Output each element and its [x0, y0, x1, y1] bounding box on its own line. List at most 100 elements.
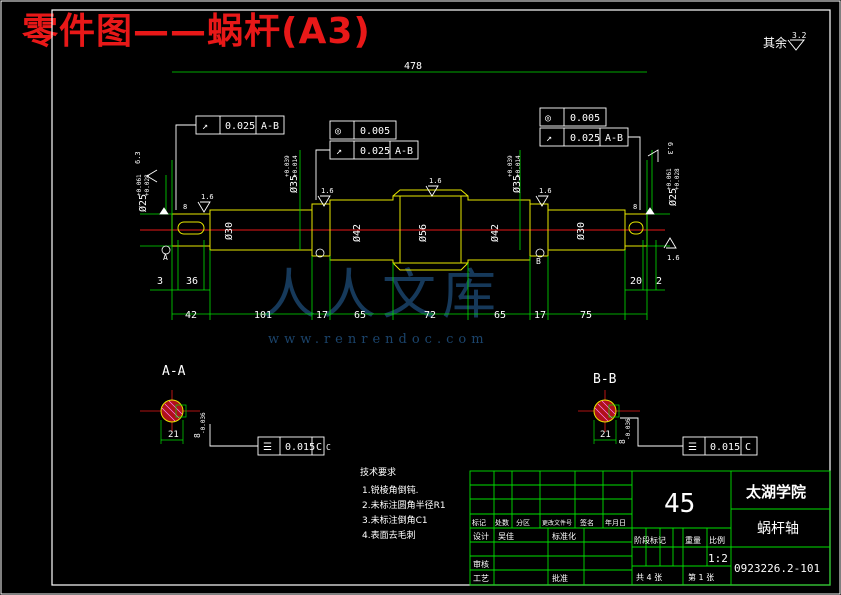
tech-item: 1.锐棱角倒钝.: [362, 484, 418, 496]
watermark-text: 人人文库: [262, 263, 502, 326]
svg-text:A-B: A-B: [395, 146, 413, 157]
svg-text:Ø35: Ø35: [511, 175, 523, 193]
tech-item: 2.未标注圆角半径R1: [362, 499, 446, 511]
title-block-text: 45 太湖学院 蜗杆轴 0923226.2-101 比例 重量 阶段标记 1:2…: [472, 483, 820, 583]
svg-text:标准化: 标准化: [552, 531, 576, 541]
svg-text:↗: ↗: [546, 133, 552, 144]
svg-text:↗: ↗: [202, 121, 208, 132]
svg-text:吴佳: 吴佳: [498, 531, 514, 541]
svg-text:+0.061: +0.061: [136, 174, 143, 196]
tech-item: 3.未标注倒角C1: [362, 514, 428, 526]
svg-text:Ø25: Ø25: [667, 188, 679, 206]
fcf-frames: [175, 107, 758, 456]
svg-text:B-B: B-B: [593, 372, 617, 387]
svg-text:8: 8: [183, 203, 187, 211]
svg-text:0.025: 0.025: [225, 121, 255, 132]
svg-text:A: A: [163, 253, 168, 262]
svg-text:C: C: [326, 443, 331, 452]
svg-text:478: 478: [404, 61, 422, 72]
svg-text:75: 75: [580, 310, 592, 321]
svg-text:A-B: A-B: [605, 133, 623, 144]
watermark-url: www.renrendoc.com: [268, 332, 489, 347]
svg-text:3.2: 3.2: [792, 31, 807, 40]
svg-text:◎: ◎: [335, 126, 341, 137]
svg-text:B: B: [536, 257, 541, 266]
svg-text:Ø35: Ø35: [288, 175, 300, 193]
datum-labels: A B: [163, 253, 541, 266]
svg-text:+0.039: +0.039: [507, 155, 514, 177]
svg-text:0.025: 0.025: [360, 146, 390, 157]
svg-text:重量: 重量: [685, 535, 701, 545]
svg-text:8: 8: [633, 203, 637, 211]
svg-text:审核: 审核: [473, 559, 489, 569]
svg-text:☰: ☰: [688, 442, 697, 453]
svg-text:第 1 张: 第 1 张: [688, 572, 714, 582]
svg-text:A-A: A-A: [162, 364, 186, 379]
svg-text:-0.036: -0.036: [200, 412, 207, 434]
svg-text:C: C: [745, 442, 751, 453]
svg-text:Ø30: Ø30: [223, 222, 235, 240]
svg-text:0.015: 0.015: [285, 442, 315, 453]
svg-text:1.6: 1.6: [201, 193, 214, 201]
svg-text:Ø56: Ø56: [417, 224, 429, 242]
svg-text:比例: 比例: [709, 535, 725, 545]
svg-text:1.6: 1.6: [539, 187, 552, 195]
section-a: [140, 390, 200, 444]
tech-item: 4.表面去毛刺: [362, 529, 416, 541]
svg-text:1.6: 1.6: [429, 177, 442, 185]
svg-text:+0.061: +0.061: [666, 168, 673, 190]
svg-text:Ø25: Ø25: [137, 194, 149, 212]
svg-text:+0.028: +0.028: [144, 174, 151, 196]
svg-text:Ø30: Ø30: [575, 222, 587, 240]
svg-text:分区: 分区: [516, 518, 530, 527]
svg-text:21: 21: [600, 430, 611, 440]
svg-text:42: 42: [185, 310, 197, 321]
svg-text:20: 20: [630, 276, 642, 287]
title-block-grid: [469, 470, 831, 586]
datum-markers: [159, 207, 655, 258]
svg-text:+0.039: +0.039: [284, 155, 291, 177]
svg-text:21: 21: [168, 430, 179, 440]
svg-text:0.025: 0.025: [570, 133, 600, 144]
svg-text:0.005: 0.005: [570, 113, 600, 124]
svg-text:3: 3: [157, 276, 163, 287]
svg-text:+0.028: +0.028: [674, 168, 681, 190]
svg-text:17: 17: [534, 310, 546, 321]
drawing-number: 0923226.2-101: [734, 562, 820, 575]
dimension-labels: 478 Ø25 +0.061 +0.028 Ø25 +0.061 +0.028 …: [136, 61, 681, 321]
svg-text:其余: 其余: [763, 35, 787, 50]
svg-text:65: 65: [354, 310, 366, 321]
svg-text:0.015: 0.015: [710, 442, 740, 453]
svg-text:1.6: 1.6: [321, 187, 334, 195]
svg-text:A-B: A-B: [261, 121, 279, 132]
roughness-values: 1.6 1.6 1.6 1.6 1.6 6.3 6.3: [134, 142, 680, 262]
svg-text:36: 36: [186, 276, 198, 287]
svg-text:签名: 签名: [580, 518, 594, 527]
svg-text:6.3: 6.3: [134, 151, 142, 164]
tech-heading: 技术要求: [360, 466, 396, 478]
inner-frame: [51, 9, 831, 586]
svg-text:☰: ☰: [263, 442, 272, 453]
svg-text:65: 65: [494, 310, 506, 321]
svg-text:8: 8: [193, 433, 202, 438]
svg-text:阶段标记: 阶段标记: [634, 535, 666, 545]
section-labels: A-A 21 8 -0.036 B-B 21 8 -0.036 C: [162, 364, 632, 452]
section-b: [578, 390, 640, 444]
svg-text:C: C: [316, 442, 322, 453]
svg-text:8: 8: [618, 439, 627, 444]
svg-text:6.3: 6.3: [666, 142, 674, 155]
part-name: 蜗杆轴: [757, 521, 799, 537]
svg-text:+0.014: +0.014: [292, 155, 299, 177]
tech-requirements: 技术要求 1.锐棱角倒钝. 2.未标注圆角半径R1 3.未标注倒角C1 4.表面…: [360, 466, 446, 541]
scale: 1:2: [708, 552, 728, 565]
svg-text:17: 17: [316, 310, 328, 321]
svg-text:批准: 批准: [552, 573, 568, 583]
roughness-symbols: [146, 149, 677, 249]
svg-text:-0.036: -0.036: [625, 418, 632, 440]
svg-text:更改文件号: 更改文件号: [542, 519, 572, 527]
roughness-note: 其余 3.2: [763, 31, 807, 51]
svg-text:标记: 标记: [472, 518, 486, 527]
svg-text:Ø42: Ø42: [489, 224, 501, 242]
